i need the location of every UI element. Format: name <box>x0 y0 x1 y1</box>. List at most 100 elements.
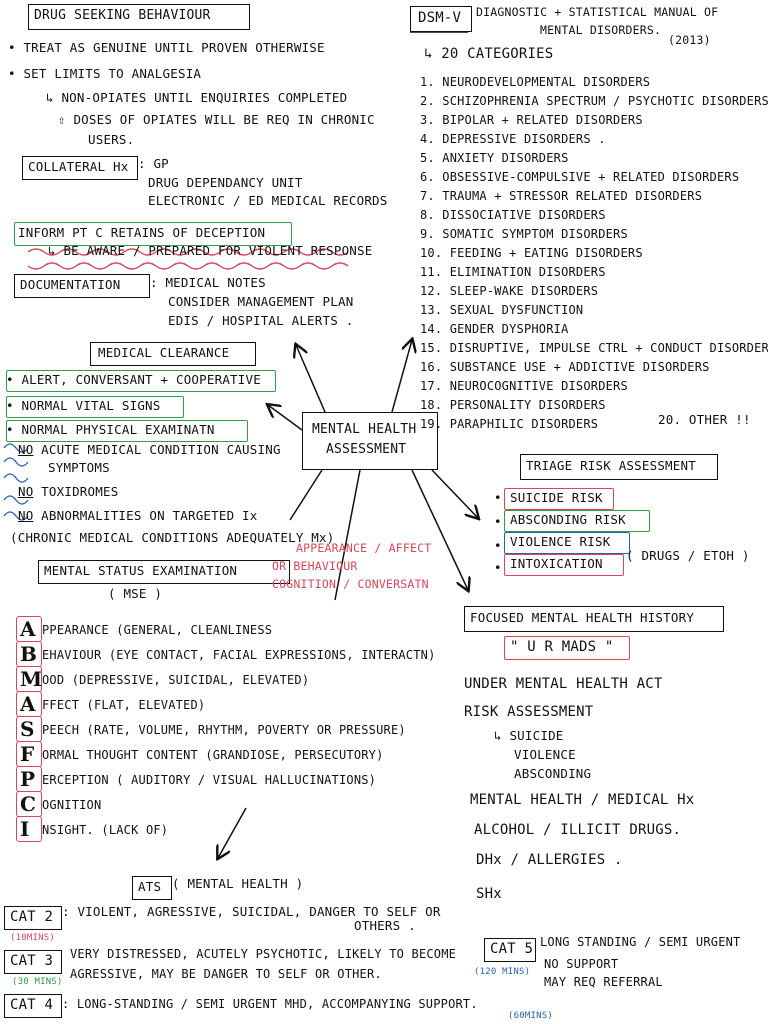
collateral-box <box>22 156 138 180</box>
medical-title-box <box>90 342 256 366</box>
mse-letter-box <box>16 816 42 842</box>
medical-no-1: NO ACUTE MEDICAL CONDITION CAUSING <box>18 442 281 457</box>
dsm-item: 8. DISSOCIATIVE DISORDERS <box>420 208 606 222</box>
mse-item-text: PPEARANCE (GENERAL, CLEANLINESS <box>42 623 273 637</box>
cat5-text-3: MAY REQ REFERRAL <box>544 975 663 989</box>
medical-no-3: NO ABNORMALITIES ON TARGETED Ix <box>18 508 258 523</box>
arrow-to-mse <box>289 469 323 521</box>
arrow-to-drug-seeking <box>296 345 326 413</box>
medical-chronic: (CHRONIC MEDICAL CONDITIONS ADEQUATELY M… <box>10 530 335 545</box>
dsm-item: 9. SOMATIC SYMPTOM DISORDERS <box>420 227 628 241</box>
fmhh-s: SHx <box>476 886 502 902</box>
mse-letter: A <box>20 692 36 716</box>
cat3-label: CAT 3 <box>10 953 54 969</box>
medical-exam: • NORMAL PHYSICAL EXAMINATN <box>6 422 215 437</box>
arrow-mse-down <box>334 469 361 601</box>
red-scribble-highlight <box>27 248 349 270</box>
triage-title: TRIAGE RISK ASSESSMENT <box>526 458 696 473</box>
arrow-to-medical <box>268 405 303 431</box>
cat2-time: (10MINS) <box>10 933 55 943</box>
documentation-label: DOCUMENTATION <box>20 277 121 292</box>
ats-subtitle: ( MENTAL HEALTH ) <box>172 876 304 891</box>
dsm-item: 19. PARAPHILIC DISORDERS <box>420 417 599 431</box>
mse-item-text: OOD (DEPRESSIVE, SUICIDAL, ELEVATED) <box>42 673 310 687</box>
cat3-text-1: VERY DISTRESSED, ACUTELY PSYCHOTIC, LIKE… <box>70 947 457 961</box>
cat3-text-2: AGRESSIVE, MAY BE DANGER TO SELF OR OTHE… <box>70 967 382 981</box>
dsm-item: 16. SUBSTANCE USE + ADDICTIVE DISORDERS <box>420 360 710 374</box>
risk-violence: VIOLENCE RISK <box>510 534 611 549</box>
fmhh-title-box <box>464 606 724 632</box>
cat5-label: CAT 5 <box>490 941 534 957</box>
cat4-text: : LONG-STANDING / SEMI URGENT MHD, ACCOM… <box>62 997 478 1011</box>
fmhh-a: ALCOHOL / ILLICIT DRUGS. <box>474 822 682 838</box>
inform-highlight <box>14 222 292 246</box>
cat2-label: CAT 2 <box>10 909 54 925</box>
fmhh-u: UNDER MENTAL HEALTH ACT <box>464 676 663 692</box>
arrow-to-fmhh <box>411 469 468 590</box>
dsm-item: 7. TRAUMA + STRESSOR RELATED DISORDERS <box>420 189 703 203</box>
ats-title: ATS <box>138 879 162 894</box>
mse-letter: P <box>20 767 36 791</box>
fmhh-r3: ABSCONDING <box>514 766 592 781</box>
mse-note-3: COGNITION / CONVERSATN <box>272 577 429 591</box>
mse-letter: I <box>20 817 30 841</box>
dsm-item: 2. SCHIZOPHRENIA SPECTRUM / PSYCHOTIC DI… <box>420 94 768 108</box>
cat4-time: (60MINS) <box>508 1011 553 1021</box>
collateral-ddu: DRUG DEPENDANCY UNIT <box>148 175 303 190</box>
inform-text: INFORM PT C RETAINS OF DECEPTION <box>18 225 266 240</box>
dsm-item: 5. ANXIETY DISORDERS <box>420 151 569 165</box>
fmhh-title: FOCUSED MENTAL HEALTH HISTORY <box>470 610 695 625</box>
mse-letter: A <box>20 617 36 641</box>
center-line-2: ASSESSMENT <box>326 442 407 457</box>
dsm-item: 6. OBSESSIVE-COMPULSIVE + RELATED DISORD… <box>420 170 740 184</box>
triage-title-box <box>520 454 718 480</box>
collateral-gp: : GP <box>138 156 169 171</box>
be-aware-text: ↳ BE AWARE / PREPARED FOR VIOLENT RESPON… <box>48 243 373 258</box>
dsm-item: 4. DEPRESSIVE DISORDERS . <box>420 132 606 146</box>
risk-intoxication-detail: ( DRUGS / ETOH ) <box>626 548 750 563</box>
dsm-subtitle-2: MENTAL DISORDERS. <box>540 23 662 37</box>
cat2-text-2: OTHERS . <box>354 918 416 933</box>
dsm-year: (2013) <box>668 33 711 47</box>
mse-note-2: OR BEHAVIOUR <box>272 559 358 573</box>
mse-item-text: PEECH (RATE, VOLUME, RHYTHM, POVERTY OR … <box>42 723 406 737</box>
mse-title: MENTAL STATUS EXAMINATION <box>44 563 238 578</box>
fmhh-d: DHx / ALLERGIES . <box>476 852 623 868</box>
mse-item-text: NSIGHT. (LACK OF) <box>42 823 169 837</box>
cat5-box <box>484 938 536 962</box>
dsm-item: 11. ELIMINATION DISORDERS <box>420 265 606 279</box>
collateral-label: COLLATERAL Hx <box>28 159 129 174</box>
mse-title-box <box>38 560 290 584</box>
medical-no-2: NO TOXIDROMES <box>18 484 119 499</box>
fmhh-r2: VIOLENCE <box>514 747 576 762</box>
risk-suicide: SUICIDE RISK <box>510 490 603 505</box>
cat3-time: (30 MINS) <box>12 977 63 987</box>
mse-abbr: ( MSE ) <box>108 586 163 601</box>
dsm-other: 20. OTHER !! <box>658 412 751 427</box>
drug-line-5: USERS. <box>88 132 135 147</box>
dsm-item: 13. SEXUAL DYSFUNCTION <box>420 303 584 317</box>
medical-vitals: • NORMAL VITAL SIGNS <box>6 398 161 413</box>
doc-notes: : MEDICAL NOTES <box>150 275 266 290</box>
drug-seeking-title: DRUG SEEKING BEHAVIOUR <box>34 8 211 23</box>
dsm-item: 12. SLEEP-WAKE DISORDERS <box>420 284 599 298</box>
cat2-box <box>4 906 62 930</box>
mse-item-text: OGNITION <box>42 798 102 812</box>
drug-line-1: • TREAT AS GENUINE UNTIL PROVEN OTHERWIS… <box>8 40 325 55</box>
risk-absconding: ABSCONDING RISK <box>510 512 626 527</box>
arrow-to-triage <box>431 469 478 518</box>
doc-plan: CONSIDER MANAGEMENT PLAN <box>168 294 354 309</box>
fmhh-r: RISK ASSESSMENT <box>464 704 594 720</box>
mental-health-assessment-box <box>302 412 438 470</box>
arrow-to-ats <box>218 807 247 858</box>
mse-letter: M <box>20 667 43 691</box>
cat4-label: CAT 4 <box>10 997 54 1013</box>
medical-symptoms: SYMPTOMS <box>48 460 110 475</box>
dsm-categories: ↳ 20 CATEGORIES <box>424 46 554 62</box>
dsm-item: 10. FEEDING + EATING DISORDERS <box>420 246 643 260</box>
fmhh-abbr: " U R MADS " <box>510 639 614 655</box>
mse-item-text: EHAVIOUR (EYE CONTACT, FACIAL EXPRESSION… <box>42 648 436 662</box>
medical-title: MEDICAL CLEARANCE <box>98 345 230 360</box>
mse-letter: F <box>20 742 35 766</box>
